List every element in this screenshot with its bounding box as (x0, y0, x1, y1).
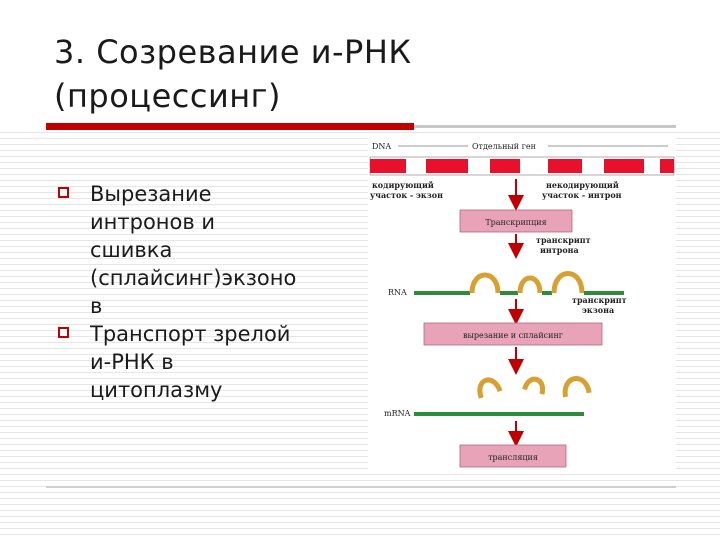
intron-loop (554, 274, 582, 294)
bullet-list: Вырезание интронов и сшивка (сплайсинг)э… (58, 180, 358, 404)
title-underline-red (46, 123, 414, 130)
intron-transcript-label-1: транскрипт (536, 235, 591, 245)
mrna-label: mRNA (384, 409, 411, 418)
square-bullet-icon (58, 327, 69, 338)
dna-label: DNA (372, 142, 391, 151)
dna-strand (370, 157, 674, 175)
square-bullet-icon (58, 187, 69, 198)
title-line-2: (процессинг) (54, 74, 694, 118)
exon-block (604, 159, 644, 173)
exon-block (548, 159, 582, 173)
title-line-1: 3. Созревание и-РНК (54, 30, 694, 74)
translation-label: трансляция (488, 453, 538, 462)
transcription-label: Транскрипция (485, 218, 546, 227)
bullet-2-line-3: цитоплазму (90, 378, 222, 402)
intron-loop (520, 278, 540, 293)
bottom-rule (46, 486, 676, 488)
coding-label-1: кодирующий (372, 180, 434, 190)
exon-transcript-label-1: транскрипт (572, 295, 627, 305)
excised-intron-icon (524, 377, 545, 394)
rna-label: RNA (388, 288, 407, 297)
intron-loop (472, 275, 498, 293)
bullet-1-line-4: (сплайсинг)экзоно (90, 266, 296, 290)
exon-block (490, 159, 520, 173)
bullet-1-line-1: Вырезание (90, 182, 212, 206)
title-underline-grey (414, 125, 676, 128)
coding-label-2: участок - экзон (370, 190, 443, 200)
bullet-1-line-2: интронов и (90, 210, 215, 234)
bullet-2-line-1: Транспорт зрелой (90, 322, 290, 346)
splicing-label: вырезание и сплайсинг (463, 331, 563, 340)
noncoding-label-2: участок - интрон (542, 190, 622, 200)
pre-mrna-strand (414, 274, 624, 294)
bullet-item-transport: Транспорт зрелой и-РНК в цитоплазму (58, 320, 358, 404)
exon-block (370, 159, 406, 173)
exon-block (426, 159, 468, 173)
bullet-2-line-2: и-РНК в (90, 350, 174, 374)
exon-transcript-label-2: экзона (582, 305, 614, 315)
excised-intron-icon (563, 377, 590, 397)
bullet-1-line-3: сшивка (90, 238, 172, 262)
mrna-processing-diagram: DNA Отдельный ген кодирующий участок - э… (368, 137, 676, 473)
slide-title: 3. Созревание и-РНК (процессинг) (54, 30, 694, 118)
gene-label: Отдельный ген (472, 142, 536, 151)
bullet-1-line-5: в (90, 294, 102, 318)
intron-transcript-label-2: интрона (540, 245, 579, 255)
exon-block (660, 159, 674, 173)
bullet-item-splicing: Вырезание интронов и сшивка (сплайсинг)э… (58, 180, 358, 320)
noncoding-label-1: некодирующий (546, 180, 619, 190)
diagram-svg: DNA Отдельный ген кодирующий участок - э… (368, 137, 676, 473)
excised-intron-icon (476, 377, 500, 398)
